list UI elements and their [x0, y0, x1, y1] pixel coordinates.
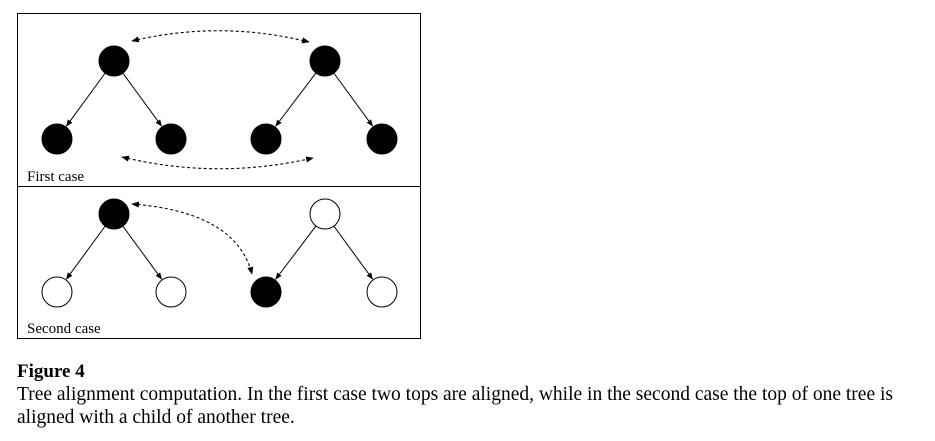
tree-edge-a-root-a-left — [66, 72, 106, 127]
tree-edge-c-root-c-left — [66, 225, 106, 280]
tree-node-d-left — [250, 276, 282, 308]
alignment-arrows — [121, 30, 314, 275]
tree-edge-b-root-b-right — [333, 72, 373, 127]
tree-node-b-right — [366, 123, 398, 155]
tree-node-d-right — [366, 276, 398, 308]
tree-edge-d-root-d-left — [275, 225, 317, 280]
tree-node-c-left — [41, 276, 73, 308]
alignment-arrow-a-right-b-left — [121, 155, 314, 170]
figure-caption: Figure 4 Tree alignment computation. In … — [17, 360, 927, 429]
figure-diagram: First case Second case — [17, 13, 421, 339]
tree-edge-c-root-c-right — [122, 225, 162, 280]
tree-nodes — [41, 45, 398, 308]
tree-node-b-root — [309, 45, 341, 77]
tree-node-c-right — [155, 276, 187, 308]
tree-node-b-left — [250, 123, 282, 155]
tree-node-d-root — [309, 198, 341, 230]
tree-edge-d-root-d-right — [333, 225, 373, 280]
panel-frame-second — [17, 186, 421, 339]
tree-node-c-root — [98, 198, 130, 230]
figure-number: Figure 4 — [17, 361, 85, 382]
alignment-arrow-c-root-d-left — [131, 201, 254, 275]
caption-text: Tree alignment computation. In the first… — [17, 384, 893, 428]
panel-label-first: First case — [27, 169, 84, 185]
alignment-arrow-a-root-b-root — [131, 30, 310, 44]
panel-frame-first — [17, 13, 421, 187]
tree-node-a-right — [155, 123, 187, 155]
panel-label-second: Second case — [27, 321, 101, 337]
tree-edges — [66, 72, 373, 280]
tree-edge-a-root-a-right — [122, 72, 162, 127]
tree-edge-b-root-b-left — [275, 72, 317, 127]
tree-node-a-root — [98, 45, 130, 77]
tree-node-a-left — [41, 123, 73, 155]
